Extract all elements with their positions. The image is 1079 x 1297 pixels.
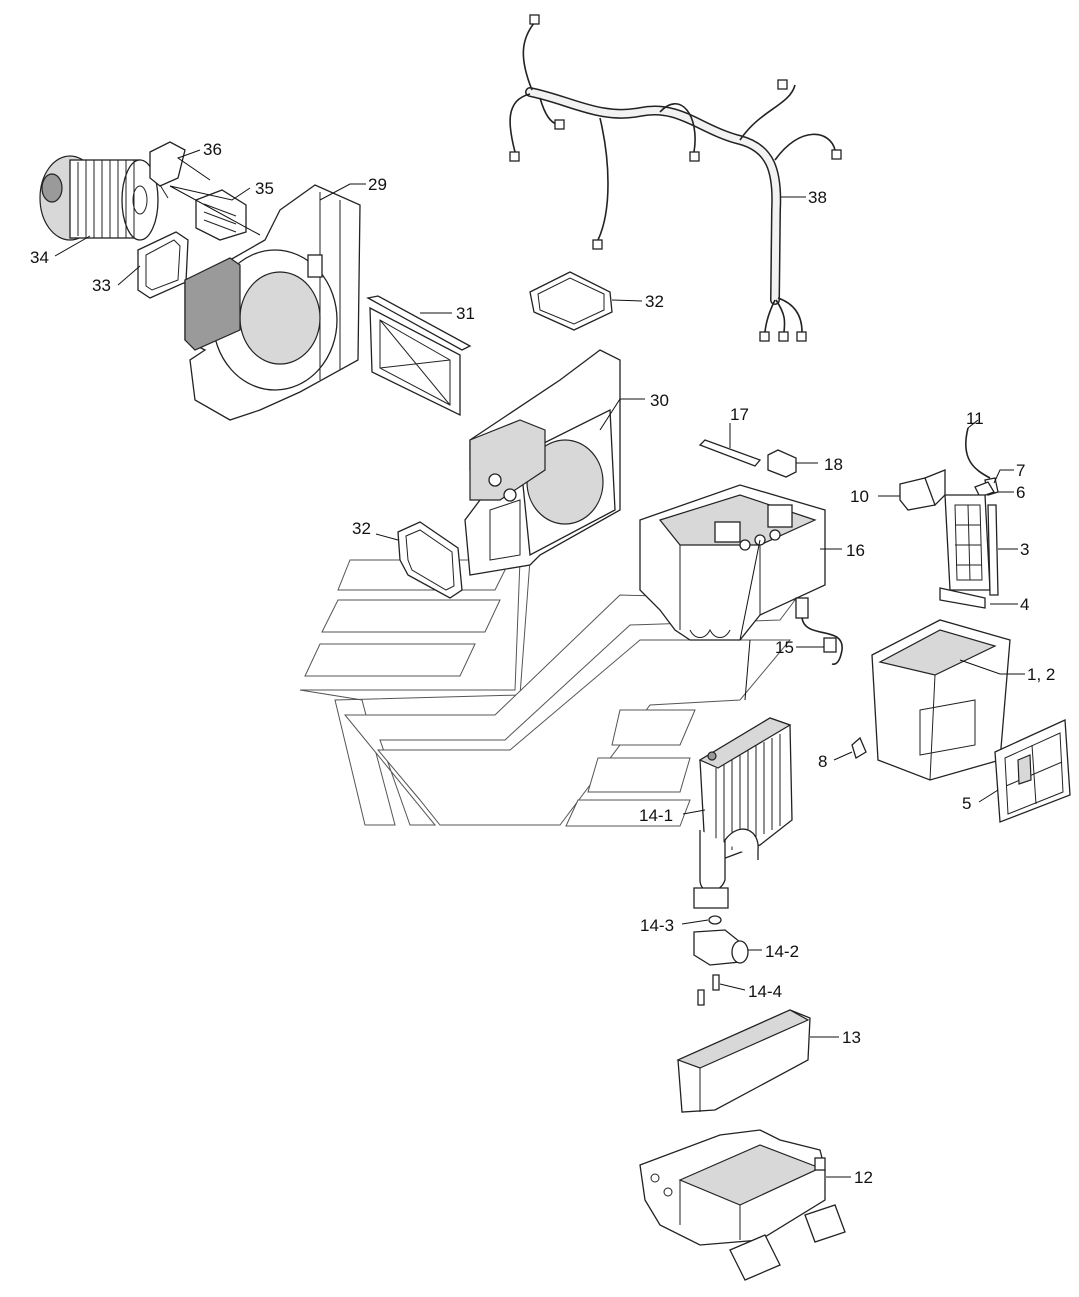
heater-core [693, 717, 793, 909]
filter-frame [366, 295, 472, 417]
callout-7: 7 [1016, 461, 1025, 480]
filter-5 [994, 719, 1071, 823]
callout-30: 30 [650, 391, 669, 410]
blower-motor [39, 155, 159, 241]
callout-6: 6 [1016, 483, 1025, 502]
blower-case [184, 184, 361, 421]
tray-13 [676, 1009, 811, 1113]
gasket-32-top [529, 271, 613, 331]
relay-18 [767, 449, 797, 478]
bracket-17 [698, 439, 762, 467]
leader-lines [54, 149, 1025, 1178]
sensor-15 [795, 597, 843, 665]
bolts [697, 974, 720, 1006]
callout-8: 8 [818, 752, 827, 771]
o-ring [708, 915, 722, 925]
callout-31: 31 [456, 304, 475, 323]
evaporator-housing [464, 349, 621, 576]
callout-38: 38 [808, 188, 827, 207]
callout-29: 29 [368, 175, 387, 194]
actuator-part [195, 189, 247, 241]
callout-32-side: 32 [352, 519, 371, 538]
callout-14-4: 14-4 [748, 982, 782, 1001]
resistor-part [149, 141, 186, 199]
gasket-32-side [397, 521, 463, 599]
clip-8 [851, 736, 867, 759]
filter-box [871, 619, 1011, 781]
small-parts-right [899, 427, 999, 511]
callout-14-1: 14-1 [639, 806, 673, 825]
strip-4 [939, 587, 986, 609]
callout-18: 18 [824, 455, 843, 474]
callout-36: 36 [203, 140, 222, 159]
wiring-harness [509, 14, 842, 342]
callout-33: 33 [92, 276, 111, 295]
callout-3: 3 [1020, 540, 1029, 559]
callout-4: 4 [1020, 595, 1029, 614]
callout-13: 13 [842, 1028, 861, 1047]
valve-14-2 [693, 929, 749, 966]
callout-34: 34 [30, 248, 49, 267]
main-case [639, 484, 826, 641]
filter-3 [944, 494, 999, 596]
callout-12: 12 [854, 1168, 873, 1187]
callout-labels: 38 36 35 29 34 33 31 32 30 17 18 11 7 6 … [30, 140, 1055, 1187]
callout-5: 5 [962, 794, 971, 813]
callout-16: 16 [846, 541, 865, 560]
callout-35: 35 [255, 179, 274, 198]
drain-pan [639, 1129, 846, 1281]
callout-10: 10 [850, 487, 869, 506]
callout-11: 11 [966, 409, 984, 428]
gasket-33 [137, 231, 189, 299]
callout-14-2: 14-2 [765, 942, 799, 961]
callout-17: 17 [730, 405, 749, 424]
callout-15: 15 [775, 638, 794, 657]
callout-32-top: 32 [645, 292, 664, 311]
callout-1-2: 1, 2 [1027, 665, 1055, 684]
callout-14-3: 14-3 [640, 916, 674, 935]
